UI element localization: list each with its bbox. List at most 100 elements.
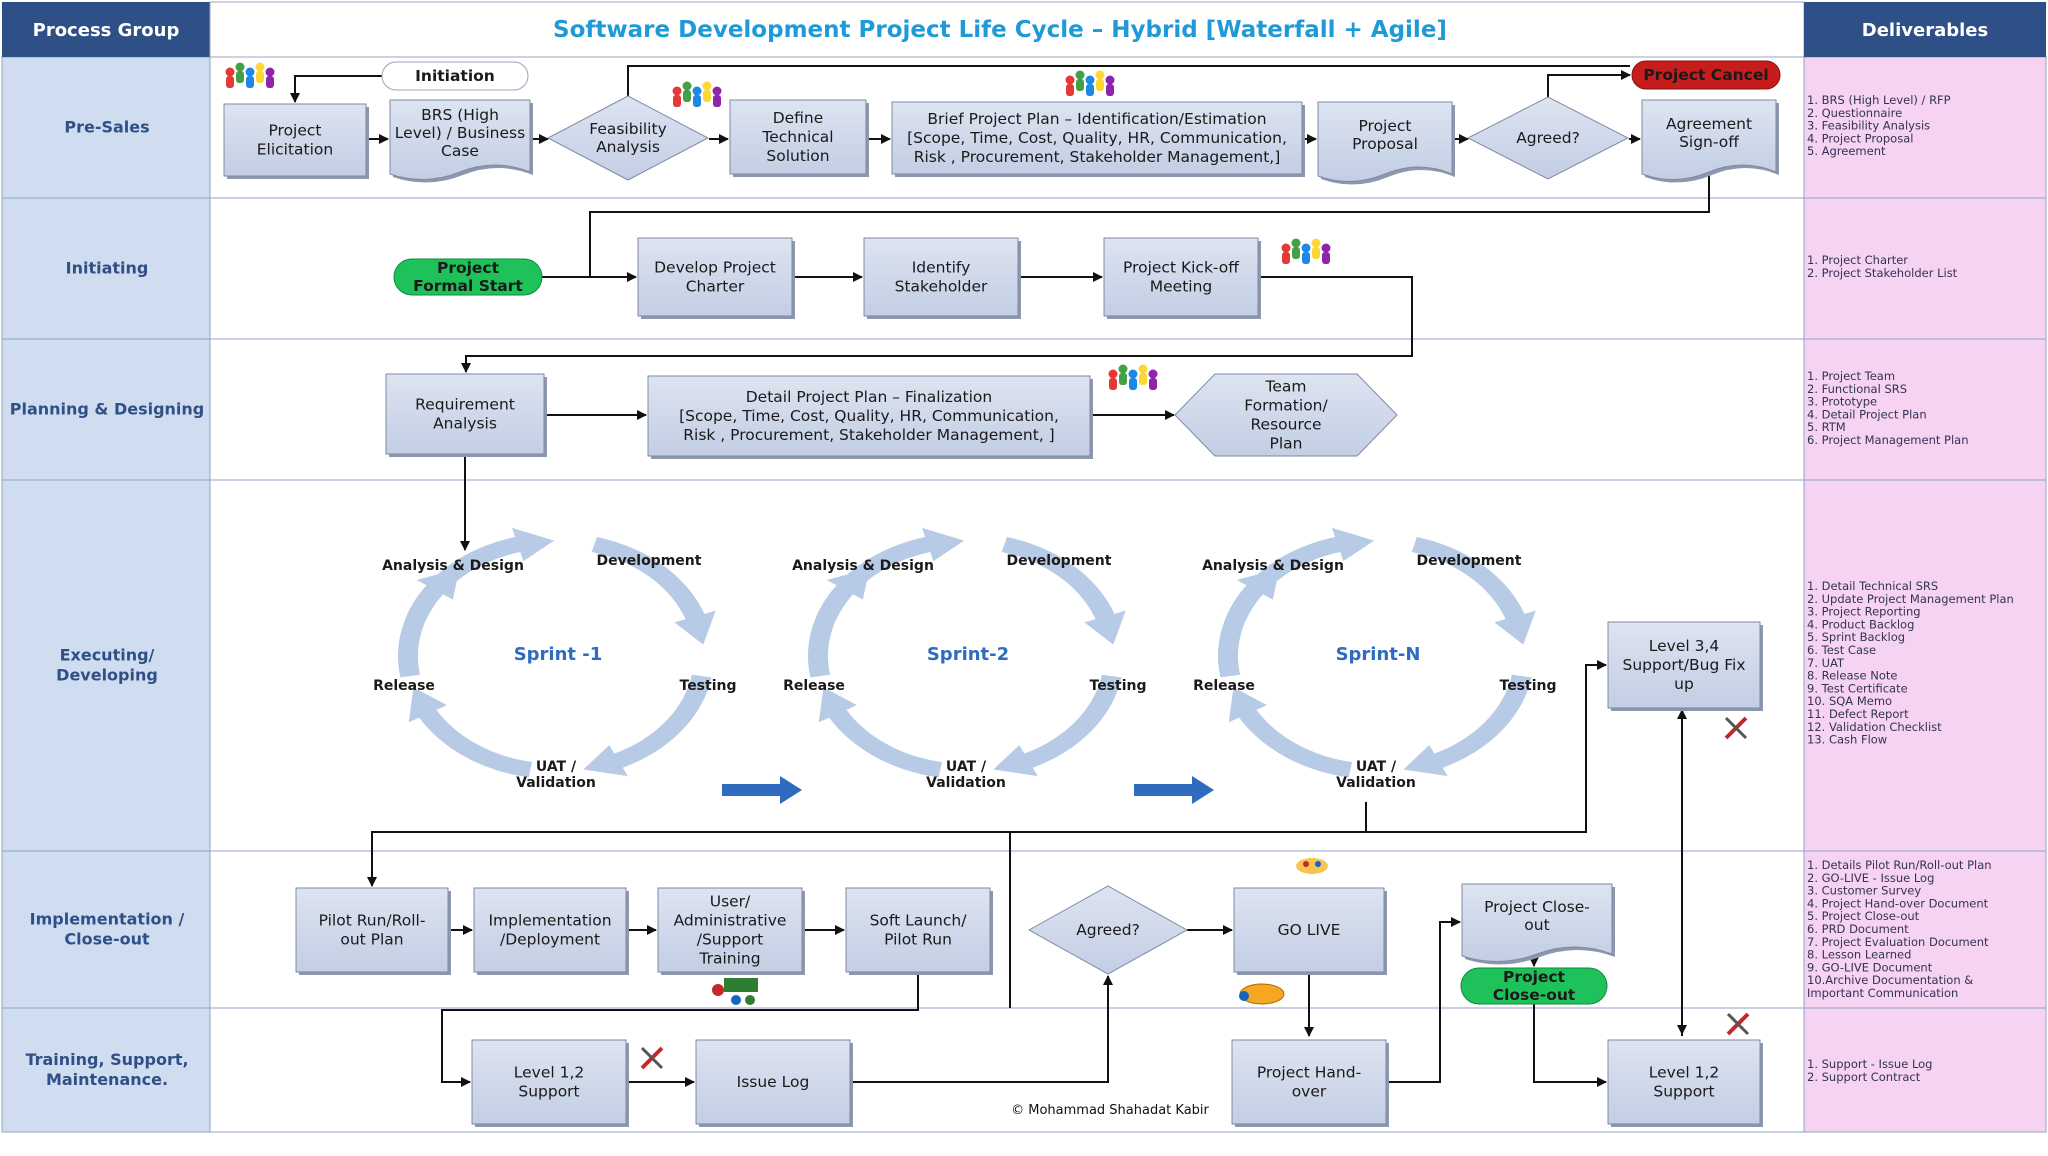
detail-plan-box-shape bbox=[647, 375, 1091, 457]
project-cancel-terminal-shape bbox=[1631, 60, 1781, 90]
sprint-2-development-label: Development bbox=[1007, 553, 1112, 569]
sprint-3-name: Sprint-N bbox=[1336, 644, 1421, 665]
lane-deliverables-training bbox=[1803, 1007, 2047, 1133]
tools-icon-level34 bbox=[1724, 716, 1748, 740]
tools-icon-level12-a bbox=[640, 1046, 664, 1070]
sprint-2-arrow-4 bbox=[818, 687, 943, 778]
brief-plan-box-label: Brief Project Plan – Identification/Esti… bbox=[907, 110, 1287, 166]
team-icon-presales-2 bbox=[672, 81, 722, 107]
agreed-diamond-implementation: Agreed? bbox=[1027, 885, 1189, 975]
sprint-transition-arrow-2 bbox=[1134, 776, 1214, 804]
sprint-2-release-label: Release bbox=[783, 678, 845, 694]
sprint-1-release-label: Release bbox=[373, 678, 435, 694]
agreed-diamond-implementation-label: Agreed? bbox=[1076, 921, 1140, 939]
diagram-title: Software Development Project Life Cycle … bbox=[553, 17, 1447, 43]
requirement-analysis-box-shape bbox=[385, 373, 545, 455]
implementation-deployment-box: Implementation/Deployment bbox=[473, 887, 629, 975]
lane-body-training bbox=[209, 1007, 1805, 1133]
sprint-3-uat-label: UAT /Validation bbox=[1336, 759, 1416, 791]
decorative-icons bbox=[225, 62, 1750, 1070]
sprint-1-uat-label: UAT /Validation bbox=[516, 759, 596, 791]
issue-log-box-shape bbox=[695, 1039, 851, 1125]
lane-title-presales: Pre-Sales bbox=[64, 118, 149, 137]
lane-title-implementation: Implementation /Close-out bbox=[30, 910, 185, 949]
brs-document-shape bbox=[389, 99, 531, 181]
edge-handover-closeout bbox=[1388, 917, 1461, 1083]
brief-plan-box-shape bbox=[891, 101, 1303, 175]
handover-box-label: Project Hand-over bbox=[1257, 1064, 1361, 1101]
handover-box: Project Hand-over bbox=[1231, 1039, 1389, 1127]
level12-support-box-a-shape bbox=[471, 1039, 627, 1125]
formal-start-terminal-shape bbox=[393, 258, 543, 296]
header-right-cell bbox=[1804, 2, 2046, 57]
team-formation-hexagon-shape bbox=[1174, 373, 1398, 457]
header-title-cell bbox=[209, 1, 1805, 58]
sprint-3-arrow-5 bbox=[1218, 568, 1280, 678]
sprint-1-analysis-label: Analysis & Design bbox=[382, 558, 524, 574]
sprint-3-analysis-label: Analysis & Design bbox=[1202, 558, 1344, 574]
agreement-signoff-document-shape bbox=[1641, 99, 1777, 181]
project-closeout-document-label: Project Close-out bbox=[1484, 898, 1590, 934]
project-cancel-terminal: Project Cancel bbox=[1631, 60, 1781, 90]
detail-plan-box: Detail Project Plan – Finalization[Scope… bbox=[647, 375, 1093, 459]
edge-closeout-level12 bbox=[1533, 1004, 1607, 1087]
detail-plan-box-label: Detail Project Plan – Finalization[Scope… bbox=[679, 388, 1059, 444]
sprint-2-arrow-3 bbox=[993, 674, 1122, 777]
lane-deliverables-executing bbox=[1803, 479, 2047, 852]
sprint-1-arrow-4 bbox=[408, 687, 533, 778]
feasibility-diamond-shape bbox=[546, 95, 710, 181]
project-closeout-document-shape bbox=[1461, 883, 1613, 963]
lane-label-implementation bbox=[1, 850, 211, 1009]
lane-title-planning: Planning & Designing bbox=[10, 400, 205, 419]
copyright-text: © Mohammad Shahadat Kabir bbox=[1011, 1103, 1209, 1118]
initiation-terminal-label: Initiation bbox=[415, 67, 495, 85]
lane-title-executing: Executing/Developing bbox=[56, 646, 158, 685]
edge-not-feasible-cancel bbox=[627, 65, 1630, 97]
team-icon-planning bbox=[1108, 364, 1158, 390]
launch-icon bbox=[1239, 983, 1285, 1005]
sprint-3-release-label: Release bbox=[1193, 678, 1255, 694]
sprint-1-arrow-2 bbox=[591, 536, 716, 645]
lane-label-initiating bbox=[1, 197, 211, 340]
sprint-3-testing-label: Testing bbox=[1500, 678, 1557, 694]
handover-box-shape bbox=[1231, 1039, 1387, 1125]
go-live-box-label: GO LIVE bbox=[1278, 921, 1341, 939]
sprint-1-arrow-3 bbox=[583, 674, 712, 777]
sprint-1-testing-label: Testing bbox=[680, 678, 737, 694]
header-deliverables: Deliverables bbox=[1862, 20, 1988, 41]
header-left-cell bbox=[2, 2, 210, 57]
edge-kickoff-requirement bbox=[461, 276, 1413, 373]
sprint-2-uat-label: UAT /Validation bbox=[926, 759, 1006, 791]
sprint-2-name: Sprint-2 bbox=[927, 644, 1009, 665]
implementation-deployment-box-shape bbox=[473, 887, 627, 973]
develop-charter-box-shape bbox=[637, 237, 793, 317]
user-training-box-shape bbox=[657, 887, 803, 973]
define-solution-box-shape bbox=[729, 99, 867, 175]
lane-label-executing bbox=[1, 479, 211, 852]
team-icon-presales-3 bbox=[1065, 70, 1115, 96]
